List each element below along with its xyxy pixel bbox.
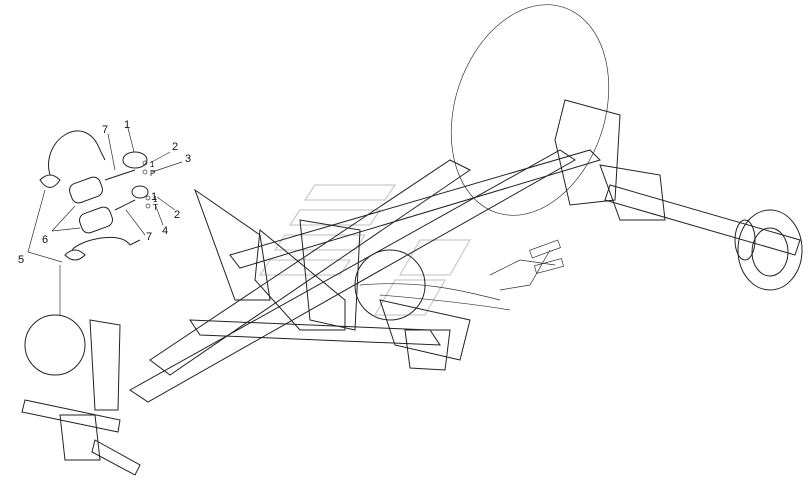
- detail-circle-storage: [24, 314, 86, 376]
- callout-4: 4: [162, 225, 168, 237]
- callout-2-top: 2: [172, 141, 178, 153]
- trailer-frame: [21, 99, 801, 476]
- callout-2-mid: 2: [174, 209, 180, 221]
- callout-7-mid: 7: [146, 231, 152, 243]
- detail-circle-couplings: [354, 249, 426, 321]
- callout-5: 5: [18, 254, 24, 266]
- callout-1-top: 1: [124, 119, 130, 131]
- callouts: 1 2 3 7 1 2 4 6 7 5: [18, 119, 191, 266]
- tag-1a: 1: [150, 160, 155, 169]
- watermark-logo: [258, 184, 472, 316]
- callout-6: 6: [42, 234, 48, 246]
- wheel-outline: [450, 4, 610, 216]
- small-tags: 1 P 1 T: [150, 160, 158, 212]
- wheel-hub: [734, 209, 803, 291]
- exploded-coupling-parts: [39, 130, 151, 261]
- callout-7-top: 7: [102, 124, 108, 136]
- callout-3: 3: [185, 153, 191, 165]
- tag-1b: 1: [153, 195, 158, 204]
- tag-t: T: [153, 203, 158, 212]
- leader-lines: [27, 127, 183, 315]
- callout-1-mid: 1: [151, 191, 157, 203]
- tag-p: P: [150, 169, 155, 178]
- hydraulic-lines: [359, 239, 564, 311]
